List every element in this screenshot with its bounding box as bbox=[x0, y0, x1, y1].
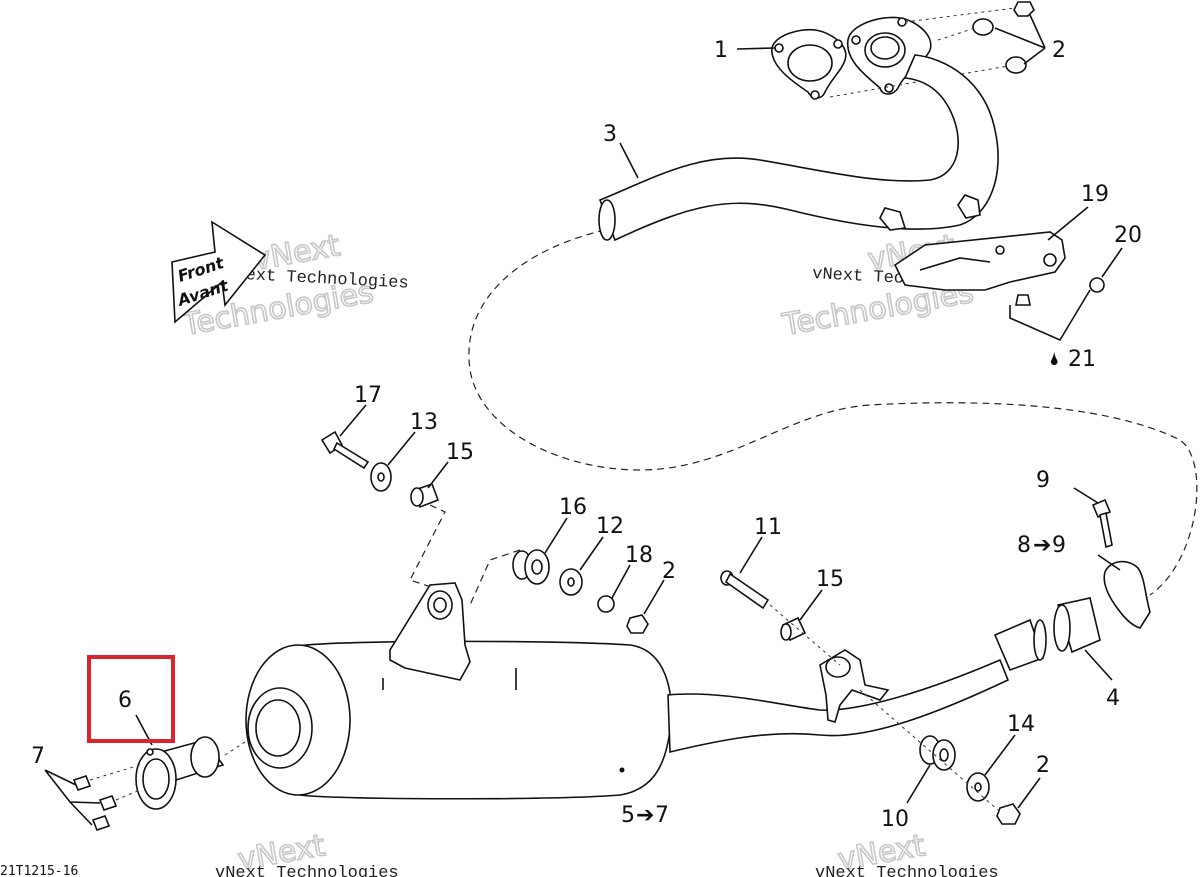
label-part-1[interactable]: 1 bbox=[714, 38, 728, 63]
mid-pipe bbox=[667, 618, 1047, 754]
watermark-small-4: vNext Technologies bbox=[815, 864, 999, 877]
washer-12 bbox=[559, 568, 583, 596]
label-part-11[interactable]: 11 bbox=[754, 515, 782, 540]
grommet-16 bbox=[512, 549, 550, 585]
bolt-9 bbox=[1091, 498, 1113, 549]
label-part-15b[interactable]: 15 bbox=[816, 567, 844, 592]
washer-14 bbox=[966, 772, 990, 802]
label-part-10[interactable]: 10 bbox=[881, 807, 909, 832]
label-part-5[interactable]: 5 bbox=[621, 803, 635, 828]
arrow-icon: ➔ bbox=[1033, 533, 1051, 558]
label-part-14[interactable]: 14 bbox=[1007, 712, 1035, 737]
nut-2c bbox=[996, 803, 1021, 825]
label-part-2c[interactable]: 2 bbox=[1036, 753, 1050, 778]
label-part-13[interactable]: 13 bbox=[410, 410, 438, 435]
end-cap-6 bbox=[135, 736, 225, 810]
watermark-small-3: vNext Technologies bbox=[215, 864, 399, 877]
clamp-8 bbox=[1103, 560, 1151, 629]
label-part-3[interactable]: 3 bbox=[603, 122, 617, 147]
label-part-2b[interactable]: 2 bbox=[662, 559, 676, 584]
bolt-dash-line bbox=[409, 504, 446, 591]
spacer-15a bbox=[410, 482, 440, 509]
bracket-screw bbox=[1015, 277, 1105, 306]
drawing-code: 21T1215-16 bbox=[0, 864, 78, 877]
flange-nuts bbox=[829, 1, 1035, 98]
label-part-16[interactable]: 16 bbox=[559, 495, 587, 520]
heat-shield-bracket bbox=[893, 231, 1066, 291]
label-part-18[interactable]: 18 bbox=[625, 543, 653, 568]
drop-icon: 🌢 bbox=[1049, 349, 1060, 370]
label-part-20[interactable]: 20 bbox=[1114, 223, 1142, 248]
label-part-7[interactable]: 7 bbox=[31, 744, 45, 769]
label-part-19[interactable]: 19 bbox=[1081, 182, 1109, 207]
grommet-dash-line bbox=[469, 549, 521, 606]
label-part-2a[interactable]: 2 bbox=[1052, 38, 1066, 63]
mount-bolt-17 bbox=[320, 430, 370, 470]
label-part-4[interactable]: 4 bbox=[1106, 686, 1120, 711]
nut-2b bbox=[626, 614, 649, 634]
bolt-11-guide bbox=[769, 604, 841, 666]
grommet-10-guide bbox=[859, 689, 999, 811]
header-pipe bbox=[598, 54, 999, 242]
arrow-icon-2: ➔ bbox=[636, 803, 654, 828]
part-labels: 1 2 3 19 20 🌢 21 17 13 15 16 12 18 2 11 … bbox=[31, 38, 1142, 832]
end-cap-screws bbox=[72, 764, 141, 831]
grommet-10 bbox=[919, 735, 956, 771]
routing-dash-loop bbox=[468, 229, 1198, 596]
label-part-8[interactable]: 8 bbox=[1017, 533, 1031, 558]
leader-lines bbox=[44, 14, 1123, 826]
label-part-7b[interactable]: 7 bbox=[655, 803, 669, 828]
label-part-9[interactable]: 9 bbox=[1036, 468, 1050, 493]
label-part-15a[interactable]: 15 bbox=[446, 440, 474, 465]
bolt-11 bbox=[720, 570, 770, 610]
highlight-box bbox=[87, 655, 175, 743]
washer-13 bbox=[370, 462, 392, 492]
muffler bbox=[245, 582, 672, 800]
label-part-9b[interactable]: 9 bbox=[1052, 533, 1066, 558]
label-part-17[interactable]: 17 bbox=[354, 383, 382, 408]
label-part-21[interactable]: 21 bbox=[1068, 347, 1096, 372]
exhaust-gasket bbox=[771, 28, 847, 100]
spacer-18 bbox=[597, 595, 615, 613]
spacer-15b bbox=[780, 616, 807, 642]
label-part-6[interactable]: 6 bbox=[118, 688, 132, 713]
clamp-4 bbox=[1053, 597, 1101, 654]
label-part-12[interactable]: 12 bbox=[596, 514, 624, 539]
end-cap-guide bbox=[224, 739, 249, 756]
